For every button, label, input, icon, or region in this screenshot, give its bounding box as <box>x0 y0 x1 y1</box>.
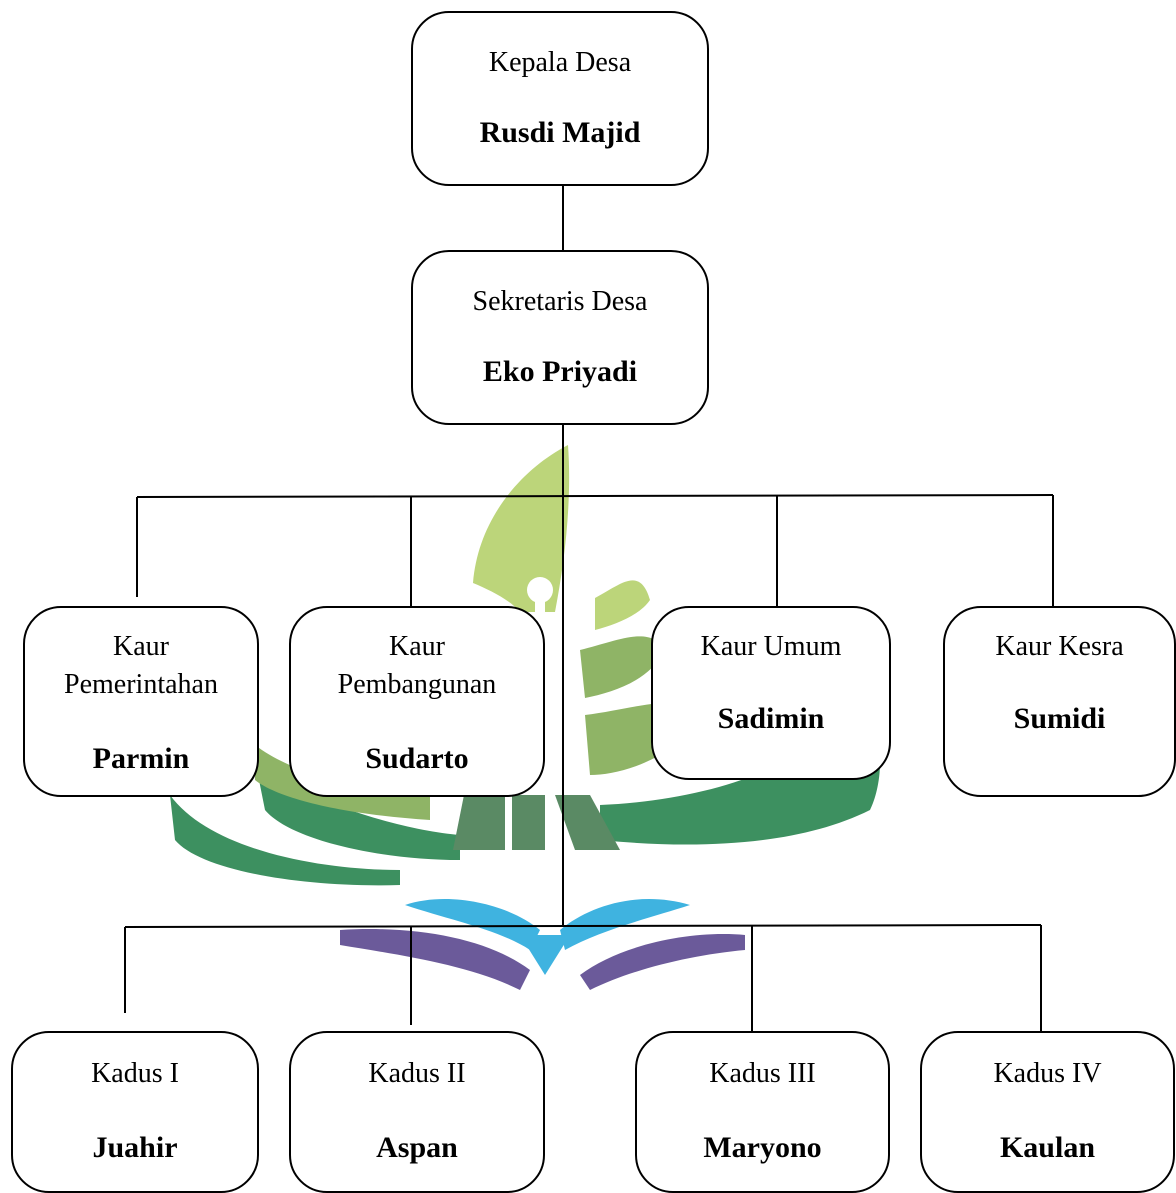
logo-top-leaf <box>473 445 570 612</box>
node-kepala-desa-role: Kepala Desa <box>488 47 632 78</box>
node-kaur-pembangunan-name: Sudarto <box>365 742 469 775</box>
node-kadus-4: Kadus IV Kaulan <box>920 1031 1175 1193</box>
node-kadus-4-name: Kaulan <box>999 1131 1096 1164</box>
node-kaur-kesra: Kaur Kesra Sumidi <box>943 606 1176 797</box>
line-kadus-bus <box>124 924 1042 928</box>
node-kaur-umum-name: Sadimin <box>717 702 825 735</box>
node-kadus-3-name: Maryono <box>703 1131 822 1164</box>
logo-keyhole <box>527 577 553 603</box>
logo-keyhole-stem <box>535 598 545 628</box>
node-kadus-1: Kadus I Juahir <box>11 1031 259 1193</box>
node-kaur-umum-role: Kaur Umum <box>700 631 842 662</box>
logo-arc-right-1 <box>595 580 650 630</box>
logo-arc-right-4 <box>600 700 880 845</box>
logo-arc-left-2 <box>170 795 400 886</box>
node-kadus-3: Kadus III Maryono <box>635 1031 890 1193</box>
node-kadus-2-name: Aspan <box>376 1131 458 1164</box>
logo-letter-1 <box>453 790 505 850</box>
node-kepala-desa: Kepala Desa Rusdi Majid <box>411 11 709 186</box>
node-kaur-pembangunan-role: Kaur Pembangunan <box>337 631 497 700</box>
node-sekretaris-desa-name: Eko Priyadi <box>482 355 638 388</box>
node-kaur-pemerintahan-name: Parmin <box>92 742 190 775</box>
node-kaur-pemerintahan-role: Kaur Pemerintahan <box>64 631 218 700</box>
node-kaur-umum: Kaur Umum Sadimin <box>651 606 891 780</box>
logo-book-purple-left <box>340 929 530 990</box>
logo-arc-right-2 <box>580 636 665 698</box>
logo-book-blue-left <box>405 899 540 950</box>
logo-arc-left-1 <box>255 760 460 860</box>
node-kadus-2-role: Kadus II <box>368 1058 466 1089</box>
node-kepala-desa-name: Rusdi Majid <box>479 116 641 149</box>
logo-book-blue-center <box>520 935 570 975</box>
node-kaur-kesra-name: Sumidi <box>1013 702 1106 735</box>
node-sekretaris-desa: Sekretaris Desa Eko Priyadi <box>411 250 709 425</box>
logo-book-purple-right <box>580 934 745 990</box>
logo-book-blue-right <box>560 899 690 950</box>
node-kaur-kesra-role: Kaur Kesra <box>995 631 1124 662</box>
node-kadus-4-role: Kadus IV <box>993 1058 1102 1089</box>
node-sekretaris-desa-role: Sekretaris Desa <box>472 286 648 317</box>
line-kaur-bus <box>136 494 1054 498</box>
logo-letter-3 <box>555 795 620 850</box>
node-kadus-1-role: Kadus I <box>91 1058 179 1089</box>
node-kaur-pemerintahan: Kaur Pemerintahan Parmin <box>23 606 259 797</box>
node-kadus-1-name: Juahir <box>92 1131 178 1164</box>
node-kadus-3-role: Kadus III <box>709 1058 816 1089</box>
node-kaur-pembangunan: Kaur Pembangunan Sudarto <box>289 606 545 797</box>
logo-letter-2 <box>512 795 545 850</box>
node-kadus-2: Kadus II Aspan <box>289 1031 545 1193</box>
